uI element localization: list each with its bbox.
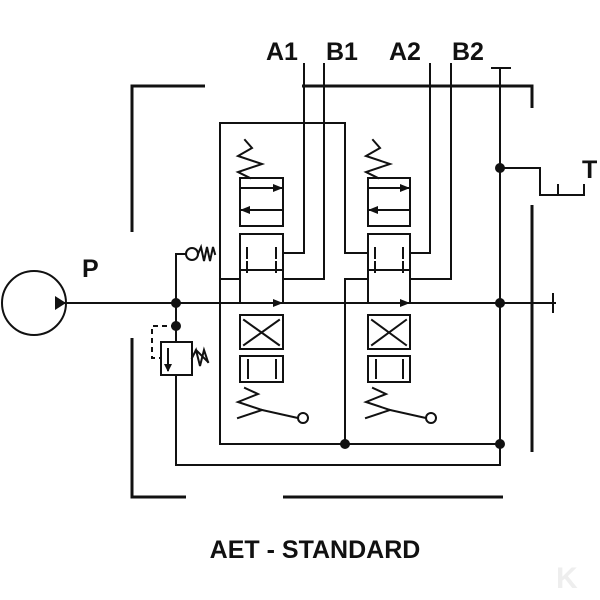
port-label-p: P — [82, 255, 99, 283]
pump-symbol — [1, 270, 67, 336]
watermark-logo: K — [556, 562, 578, 595]
junction-dots — [171, 163, 505, 449]
spool-valve-2 — [363, 138, 437, 424]
port-label-b2: B2 — [452, 38, 484, 66]
spool-valve-1 — [235, 138, 309, 424]
outer-frame — [130, 84, 534, 499]
pilot-spring — [185, 243, 217, 262]
port-label-t: T — [582, 156, 597, 184]
port-label-a2: A2 — [389, 38, 421, 66]
port-label-a1: A1 — [266, 38, 298, 66]
port-label-b1: B1 — [326, 38, 358, 66]
relief-valve — [151, 325, 210, 376]
manifold-lines — [61, 67, 585, 466]
work-port-lines — [282, 63, 452, 280]
diagram-title: AET - STANDARD — [210, 536, 421, 564]
